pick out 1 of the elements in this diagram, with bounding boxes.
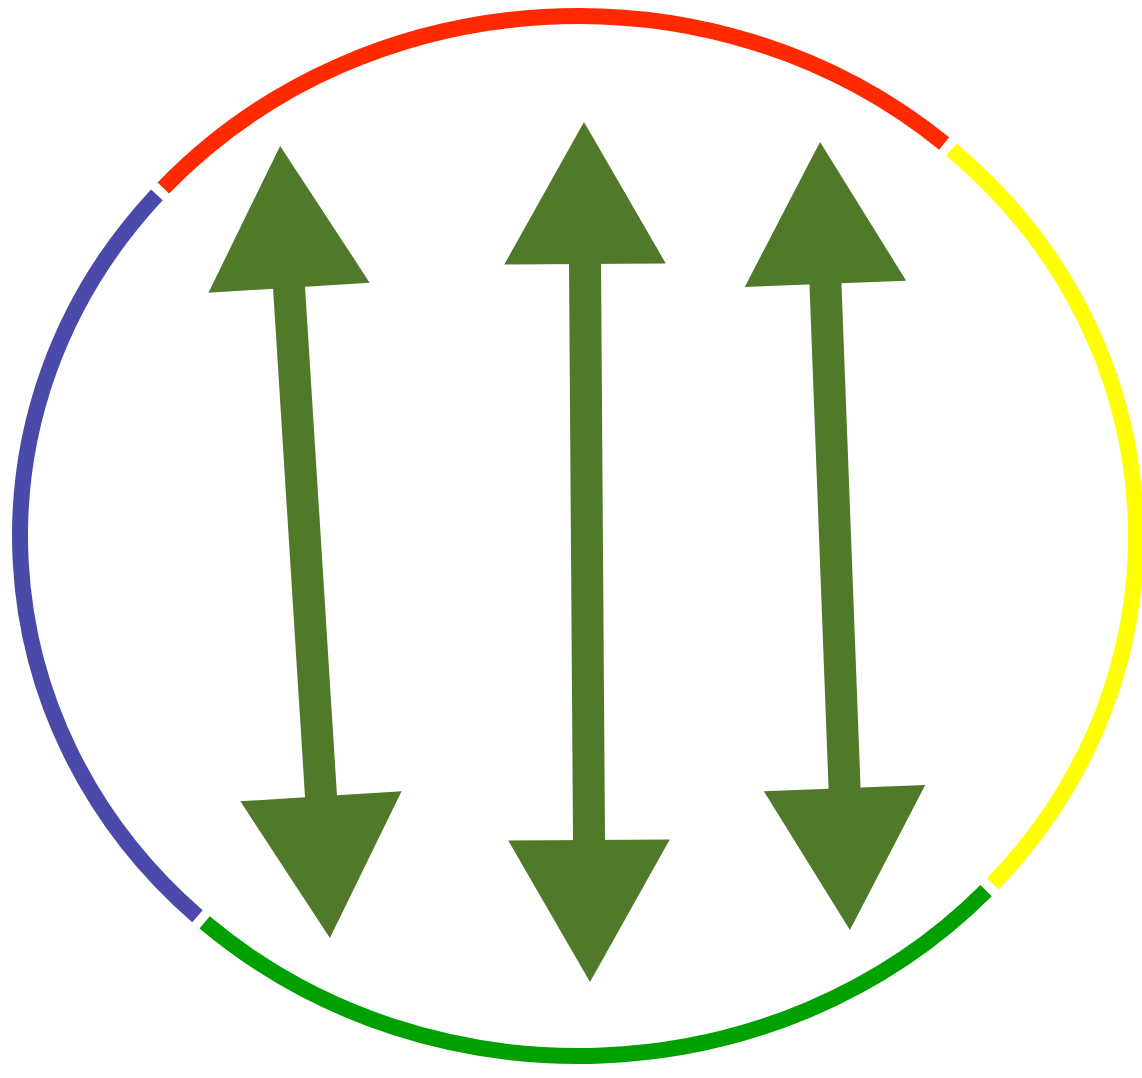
- ring-drawing: [12, 9, 1142, 1064]
